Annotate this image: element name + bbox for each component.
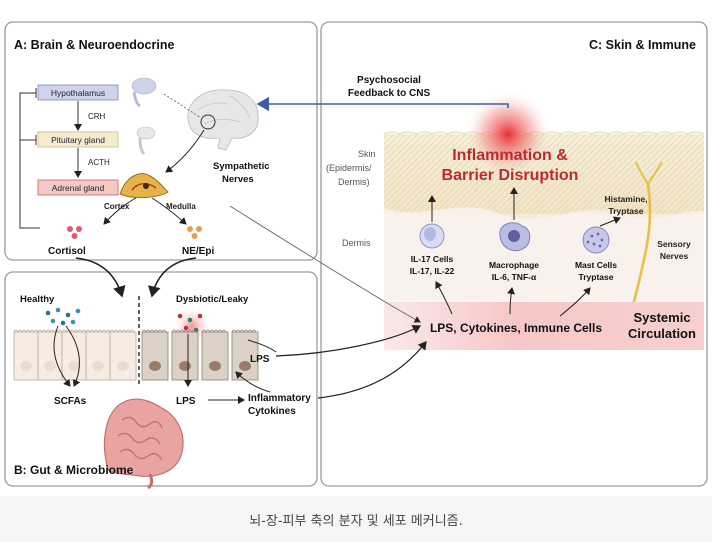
hypothalamus-label: Hypothalamus	[51, 88, 105, 98]
macrophage-label-1: Macrophage	[489, 260, 539, 270]
mast-label-2: Tryptase	[579, 272, 614, 282]
sympathetic-label-1: Sympathetic	[213, 161, 270, 172]
cortisol-to-gut-arrow	[75, 257, 126, 298]
adrenal-box	[37, 179, 119, 196]
crh-label: CRH	[88, 112, 106, 121]
skin-label-3: Dermis)	[338, 177, 370, 187]
inflammation-glow	[464, 90, 552, 178]
healthy-microbes-icon	[45, 307, 81, 326]
il17-cell-icon	[419, 223, 445, 249]
healthy-label: Healthy	[20, 294, 55, 305]
inflammation-label-2: Barrier Disruption	[442, 167, 579, 184]
cortisol-molecule-icon	[67, 226, 82, 239]
sensory-label-1: Sensory	[657, 239, 691, 249]
sympathetic-label-2: Nerves	[222, 174, 254, 185]
systemic-circulation-band	[384, 302, 704, 350]
histamine-label-1: Histamine,	[605, 194, 648, 204]
ne-epi-molecule-icon	[187, 226, 202, 239]
panel-a-title: A: Brain & Neuroendocrine	[14, 38, 174, 52]
macrophage-label-2: IL-6, TNF-α	[492, 272, 537, 282]
hypothalamus-icon	[131, 77, 157, 108]
dermis-label: Dermis	[342, 238, 371, 248]
pituitary-icon	[136, 126, 156, 156]
cytokines-to-circulation-arrow	[317, 341, 427, 399]
feedback-label-1: Psychosocial	[357, 75, 421, 86]
lps-cytokines-label: LPS, Cytokines, Immune Cells	[430, 321, 602, 335]
adrenal-label: Adrenal gland	[52, 183, 105, 193]
lps-right-label: LPS	[250, 354, 270, 365]
skin-label-2: (Epidermis/	[326, 163, 372, 173]
intestine-icon	[103, 398, 184, 490]
inflammatory-label-1: Inflammatory	[248, 393, 311, 404]
sensory-label-2: Nerves	[660, 251, 689, 261]
sympathetic-arrow	[165, 129, 205, 173]
il17-label-2: IL-17, IL-22	[410, 266, 455, 276]
systemic-label-1: Systemic	[633, 310, 690, 325]
hypothalamus-box	[37, 84, 119, 101]
brain-icon	[187, 89, 259, 151]
lps-to-circulation-arrow	[275, 325, 422, 357]
macrophage-icon	[499, 222, 531, 252]
figure-caption: 뇌-장-피부 축의 분자 및 세포 메커니즘.	[0, 496, 712, 542]
systemic-label-2: Circulation	[628, 326, 696, 341]
panel-c-title: C: Skin & Immune	[589, 38, 696, 52]
skin-label-1: Skin	[358, 149, 376, 159]
healthy-epithelium	[13, 329, 137, 381]
dysbiotic-microbes-icon	[177, 313, 203, 333]
mast-label-1: Mast Cells	[575, 260, 617, 270]
negative-feedback-line	[19, 92, 40, 229]
lps-bottom-label: LPS	[176, 396, 196, 407]
medulla-label: Medulla	[166, 202, 196, 211]
pituitary-box	[37, 131, 119, 148]
dysbiotic-label: Dysbiotic/Leaky	[176, 294, 249, 305]
feedback-to-cns-arrow	[256, 96, 509, 112]
cortex-label: Cortex	[104, 202, 130, 211]
ne-epi-to-gut-arrow	[147, 257, 197, 298]
scfas-label: SCFAs	[54, 396, 87, 407]
ne-epi-label: NE/Epi	[182, 246, 214, 257]
panel-b-title: B: Gut & Microbiome	[14, 463, 134, 477]
brain-gut-skin-diagram: A: Brain & Neuroendocrine Hypothalamus C…	[4, 21, 708, 490]
feedback-label-2: Feedback to CNS	[348, 88, 431, 99]
cortisol-label: Cortisol	[48, 246, 86, 257]
sympathetic-to-circulation-arrow	[229, 205, 421, 323]
adrenal-gland-icon	[119, 173, 169, 199]
mast-cell-icon	[582, 226, 610, 254]
inflammation-label-1: Inflammation &	[452, 147, 568, 164]
pituitary-label: Pituitary gland	[51, 135, 105, 145]
inflammatory-label-2: Cytokines	[248, 406, 296, 417]
histamine-label-2: Tryptase	[609, 206, 644, 216]
acth-label: ACTH	[88, 158, 110, 167]
il17-label-1: IL-17 Cells	[411, 254, 454, 264]
panel-a-frame	[4, 21, 318, 261]
